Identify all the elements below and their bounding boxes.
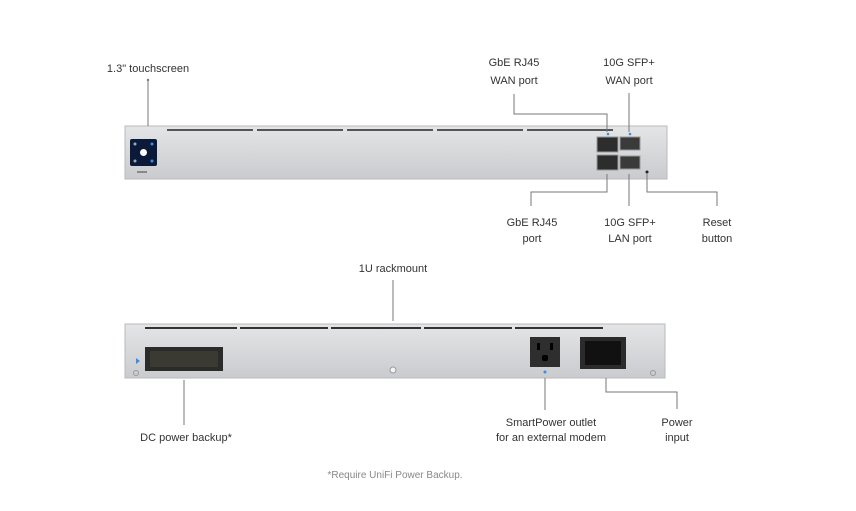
gbe-lan-port[interactable] [596,154,619,171]
sfp-wan-label-2: WAN port [605,75,652,87]
power-input-port[interactable] [580,337,626,369]
reset-label-1: Reset [703,217,732,229]
footnote: *Require UniFi Power Backup. [327,470,462,481]
ground-screw-icon [389,366,397,374]
led-icon [628,132,632,136]
led-icon [606,132,610,136]
power-input-label-1: Power [661,417,693,429]
gbe-wan-port[interactable] [596,136,619,153]
reset-button[interactable] [645,170,649,174]
smartpower-label-2: for an external modem [496,432,606,444]
sfp-wan-port[interactable] [619,136,641,151]
sfp-lan-label-1: 10G SFP+ [604,217,656,229]
touchscreen[interactable] [130,139,157,166]
power-input-label-2: input [665,432,689,444]
gbe-wan-label-1: GbE RJ45 [489,57,540,69]
back-device [124,323,666,379]
led-icon [543,370,547,374]
sfp-lan-port[interactable] [619,155,641,170]
vent-slots [145,327,603,329]
reset-label-2: button [702,233,733,245]
dc-backup-port[interactable] [145,347,223,371]
gbe-lan-label-2: port [523,233,542,245]
arrow-icon [136,358,140,364]
screw-icon [650,370,656,376]
model-label [137,171,147,173]
rackmount-label: 1U rackmount [359,263,427,275]
gbe-lan-label-1: GbE RJ45 [507,217,558,229]
sfp-wan-label-1: 10G SFP+ [603,57,655,69]
gbe-wan-label-2: WAN port [490,75,537,87]
screw-icon [133,370,139,376]
touchscreen-label: 1.3" touchscreen [107,63,189,75]
dc-backup-label: DC power backup* [140,432,232,444]
smartpower-outlet[interactable] [530,337,560,367]
vent-slots [167,129,613,131]
front-device [124,125,668,180]
smartpower-label-1: SmartPower outlet [506,417,596,429]
sfp-lan-label-2: LAN port [608,233,651,245]
